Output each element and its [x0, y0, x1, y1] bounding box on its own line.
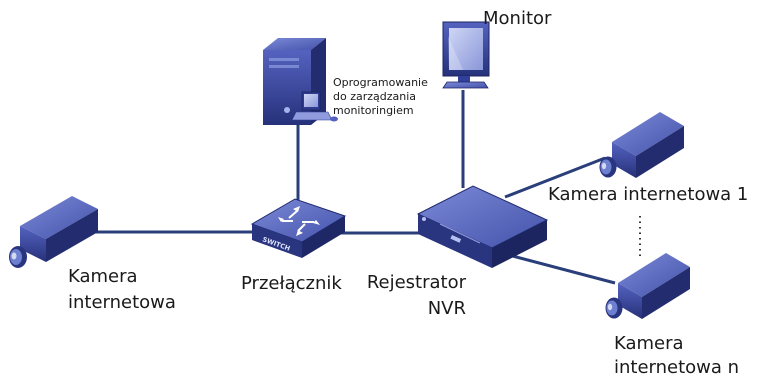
camera-left-label: Kamera internetowa [68, 266, 176, 313]
camera-1-icon [599, 112, 684, 178]
camera-n-label-line-1: Kamera [614, 333, 684, 354]
nvr-label: Rejestrator NVR [356, 272, 466, 319]
software-label-line-3: monitoringiem [333, 103, 414, 117]
switch-label: Przełącznik [241, 273, 342, 294]
switch-icon: SWITCH [250, 198, 347, 258]
camera-n-label: Kamera internetowa n [614, 333, 739, 378]
cable-nvr-camera-1 [504, 156, 606, 199]
camera-1-label: Kamera internetowa 1 [548, 184, 749, 205]
nvr-label-line-1: Rejestrator [366, 272, 466, 293]
camera-left-icon [9, 196, 98, 268]
software-label-line-2: do zarządzania [333, 89, 417, 103]
software-label-line-1: Oprogramowanie [333, 76, 428, 89]
nvr-label-line-2: NVR [427, 297, 466, 319]
computer-icon [263, 38, 338, 125]
cable-nvr-camera-n [504, 252, 616, 285]
connections [95, 90, 616, 285]
monitor-icon [442, 21, 490, 89]
camera-left-label-line-2: internetowa [68, 291, 176, 313]
nvr-icon [416, 185, 549, 268]
camera-left-label-line-1: Kamera [68, 266, 138, 287]
monitor-label: Monitor [483, 8, 552, 29]
camera-n-icon [605, 253, 690, 319]
software-label: Oprogramowanie do zarządzania monitoring… [333, 76, 428, 117]
camera-n-label-line-2: internetowa n [614, 356, 740, 378]
